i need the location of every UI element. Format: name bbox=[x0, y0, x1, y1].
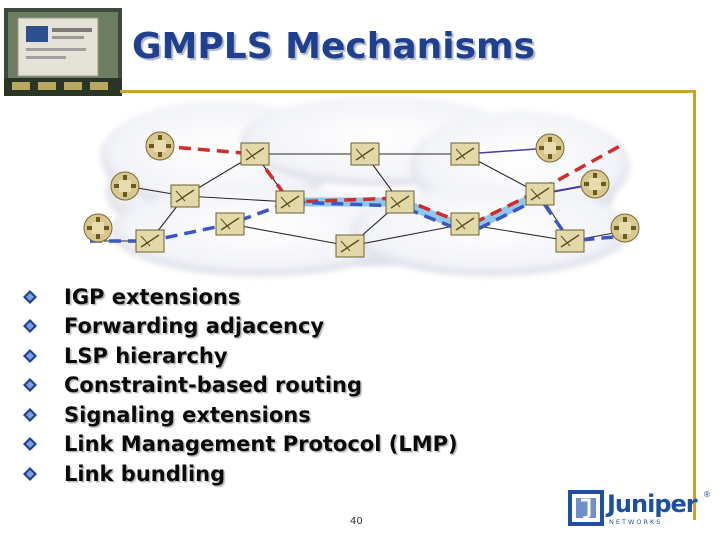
bullet-text: Link bundling bbox=[64, 461, 226, 486]
optical-switch-icon bbox=[135, 229, 165, 253]
logo-registered: ® bbox=[703, 490, 711, 499]
juniper-logo-mark-icon bbox=[568, 490, 604, 526]
logo-subtitle: NETWORKS bbox=[609, 518, 663, 526]
router-icon bbox=[610, 213, 640, 243]
bullet-item: Forwarding adjacency bbox=[22, 312, 458, 342]
logo-wordmark: Juniper bbox=[607, 490, 698, 518]
bullet-text: LSP hierarchy bbox=[64, 343, 228, 368]
optical-switch-icon bbox=[240, 142, 270, 166]
slide-title: GMPLS Mechanisms bbox=[132, 26, 535, 67]
optical-switch-icon bbox=[335, 234, 365, 258]
bullet-item: Constraint-based routing bbox=[22, 371, 458, 401]
optical-switch-icon bbox=[350, 142, 380, 166]
router-icon bbox=[580, 169, 610, 199]
side-rule bbox=[693, 90, 696, 520]
bullet-item: Signaling extensions bbox=[22, 400, 458, 430]
chip-photo bbox=[4, 8, 122, 96]
page-number: 40 bbox=[350, 516, 363, 527]
bullet-item: IGP extensions bbox=[22, 282, 458, 312]
bullet-text: Constraint-based routing bbox=[64, 373, 362, 398]
optical-switch-icon bbox=[215, 212, 245, 236]
optical-switch-icon bbox=[275, 190, 305, 214]
optical-switch-icon bbox=[170, 184, 200, 208]
bullet-item: Link bundling bbox=[22, 459, 458, 489]
bullet-text: IGP extensions bbox=[64, 284, 241, 309]
bullet-item: LSP hierarchy bbox=[22, 341, 458, 371]
optical-switch-icon bbox=[385, 190, 415, 214]
diamond-bullet-icon bbox=[23, 378, 37, 393]
optical-switch-icon bbox=[555, 229, 585, 253]
bullet-text: Forwarding adjacency bbox=[64, 314, 325, 339]
bullet-item: Link Management Protocol (LMP) bbox=[22, 430, 458, 460]
bullet-text: Signaling extensions bbox=[64, 402, 311, 427]
router-icon bbox=[535, 133, 565, 163]
router-icon bbox=[110, 171, 140, 201]
diamond-bullet-icon bbox=[23, 289, 37, 304]
juniper-logo: Juniper NETWORKS ® bbox=[567, 488, 715, 532]
title-rule bbox=[120, 90, 696, 93]
router-icon bbox=[83, 213, 113, 243]
network-diagram bbox=[83, 96, 640, 276]
diamond-bullet-icon bbox=[23, 437, 37, 452]
diamond-bullet-icon bbox=[23, 407, 37, 422]
diamond-bullet-icon bbox=[23, 466, 37, 481]
diamond-bullet-icon bbox=[23, 348, 37, 363]
optical-switch-icon bbox=[525, 182, 555, 206]
router-icon bbox=[145, 131, 175, 161]
optical-switch-icon bbox=[450, 212, 480, 236]
diamond-bullet-icon bbox=[23, 319, 37, 334]
bullet-text: Link Management Protocol (LMP) bbox=[64, 432, 458, 457]
optical-switch-icon bbox=[450, 142, 480, 166]
bullet-list: IGP extensions Forwarding adjacency LSP … bbox=[22, 282, 458, 489]
